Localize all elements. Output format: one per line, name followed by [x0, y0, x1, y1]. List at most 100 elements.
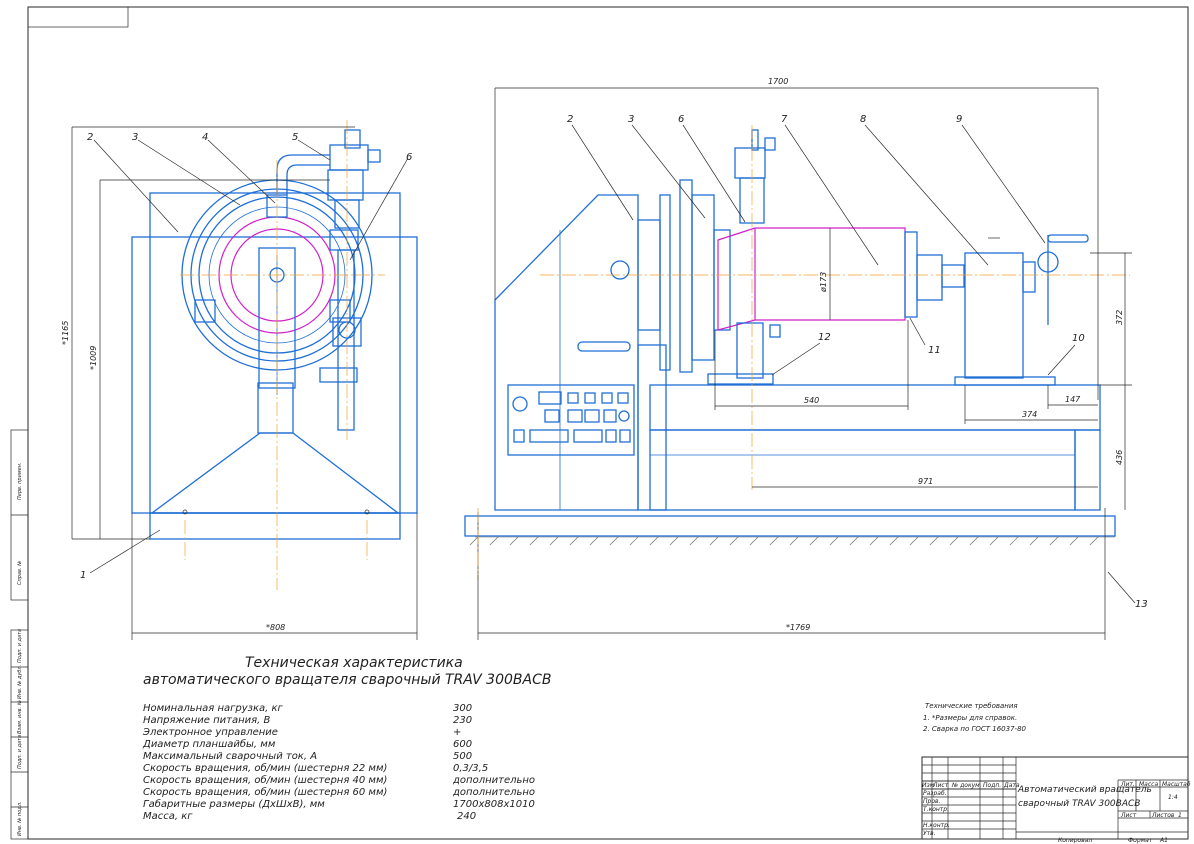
spec-row-name: Максимальный сварочный ток, А: [143, 751, 317, 762]
dim-971: 971: [918, 477, 933, 486]
tb-role: Пров.: [923, 798, 941, 805]
tb-header-date: Дата: [1003, 782, 1020, 789]
bed-top: [649, 384, 1101, 431]
torch-clamp: [329, 144, 369, 171]
spec-row-value: 300: [453, 703, 472, 714]
side-stamp-cell: Перв. примен.: [17, 462, 23, 500]
bed-rail: [464, 515, 1116, 537]
spec-block: Техническая характеристика автоматическо…: [142, 655, 551, 822]
dim-1009: *1009: [89, 346, 98, 370]
right-label-7: 7: [781, 114, 788, 125]
tb-drawing-name-2: сварочный TRAV 300BACB: [1018, 799, 1140, 809]
tb-role: Разраб.: [923, 790, 947, 797]
spec-row-value: 240: [457, 811, 476, 822]
left-leaders: 2 3 4 5 6 1: [80, 132, 412, 581]
right-label-11: 11: [928, 345, 941, 356]
tailstock-body: [964, 252, 1024, 379]
side-stamp-cell: Инв. № дубл.: [17, 665, 23, 699]
right-label-8: 8: [860, 114, 866, 125]
dim-808: *808: [266, 623, 285, 632]
tb-header-list: Лист: [932, 782, 949, 789]
dim-dia-173: ø173: [819, 272, 828, 293]
tb-scale: Масштаб: [1162, 781, 1191, 788]
spec-row-value: 1700х808х1010: [453, 799, 535, 810]
left-label-5: 5: [292, 132, 298, 143]
tb-sheets-value: 1: [1178, 812, 1182, 819]
right-label-12: 12: [818, 332, 831, 343]
spec-row-name: Габаритные размеры (ДхШхВ), мм: [143, 798, 325, 810]
side-stamp-cell: Инв. № подл.: [17, 802, 23, 837]
right-view: [464, 125, 1130, 580]
requirement-item: 1. *Размеры для справок.: [923, 714, 1017, 722]
workpiece-pipe: [717, 227, 906, 331]
left-view: [131, 120, 418, 590]
requirement-item: 2. Сварка по ГОСТ 16037-80: [923, 725, 1027, 733]
left-label-1: 1: [80, 570, 86, 581]
spec-title-1: Техническая характеристика: [245, 655, 463, 671]
dim-374: 374: [1022, 410, 1037, 419]
left-label-2: 2: [87, 132, 93, 143]
left-label-6: 6: [406, 152, 412, 163]
left-column: [257, 382, 294, 434]
sheet-frame: [27, 6, 1189, 840]
spec-row-value: 600: [453, 739, 472, 750]
spec-row-name: Скорость вращения, об/мин (шестерня 60 м…: [143, 786, 387, 798]
right-label-9: 9: [956, 114, 962, 125]
tb-header-izm: Изм: [922, 782, 935, 789]
spec-row-name: Скорость вращения, об/мин (шестерня 22 м…: [143, 762, 387, 774]
spec-row-value: дополнительно: [452, 775, 535, 786]
spec-row-name: Диаметр планшайбы, мм: [142, 738, 276, 750]
tech-requirements: Технические требования 1. *Размеры для с…: [923, 702, 1027, 733]
side-stamp: Перв. примен. Справ. № Подп. и дата Инв.…: [10, 429, 29, 840]
dim-436: 436: [1115, 450, 1124, 465]
right-leaders: 2 3 6 7 8 9 10 11 12 13: [567, 114, 1148, 610]
tb-role: Т.контр.: [923, 806, 949, 813]
right-label-6: 6: [678, 114, 684, 125]
tb-header-doc: № докум.: [951, 782, 982, 789]
dim-1769: *1769: [786, 623, 810, 632]
tb-lit: Лит.: [1120, 781, 1135, 788]
tb-drawing-name-1: Автоматический вращатель: [1017, 785, 1152, 795]
requirements-title: Технические требования: [925, 702, 1018, 710]
dim-1700: 1700: [768, 77, 788, 86]
left-label-3: 3: [132, 132, 138, 143]
side-stamp-cell: Взам. инв. №: [17, 700, 23, 734]
side-stamp-cell: Справ. №: [17, 561, 23, 585]
tb-copied: Копировал: [1058, 837, 1092, 844]
tb-scale-value: 1:4: [1168, 794, 1178, 801]
tb-mass: Масса: [1139, 781, 1158, 788]
spec-row-name: Электронное управление: [142, 727, 278, 738]
headstock-body: [494, 194, 639, 511]
ground-hatch: [469, 536, 1099, 546]
left-label-4: 4: [202, 132, 208, 143]
tb-header-sign: Подп.: [983, 782, 1001, 789]
dim-147: 147: [1065, 395, 1081, 404]
tb-sheet: Лист: [1120, 812, 1137, 819]
spec-row-value: 230: [453, 715, 472, 726]
right-label-10: 10: [1072, 333, 1085, 344]
dim-540: 540: [804, 396, 819, 405]
spec-row-value: 500: [453, 751, 472, 762]
title-block: Изм Лист № докум. Подп. Дата Разраб. Про…: [921, 756, 1191, 844]
left-trapezoid: [150, 432, 400, 514]
left-dimensions: *1165 *1009 *808: [61, 126, 418, 640]
tb-role: Утв.: [923, 830, 936, 837]
spec-row-name: Скорость вращения, об/мин (шестерня 40 м…: [143, 774, 387, 786]
spec-title-2: автоматического вращателя сварочный TRAV…: [143, 672, 551, 688]
left-base-frame: [131, 236, 418, 514]
spec-row-value: 0,3/3,5: [453, 763, 488, 774]
spec-row-value: дополнительно: [452, 787, 535, 798]
left-foot: [149, 512, 401, 540]
spec-row-name: Напряжение питания, В: [143, 715, 270, 726]
right-dimensions: 1700 ø173 372 436 540 374 147 971 *1769: [477, 77, 1132, 640]
tb-format: Формат: [1128, 837, 1153, 844]
dim-1165: *1165: [61, 321, 70, 345]
tb-sheets: Листов: [1151, 812, 1175, 819]
right-label-3: 3: [628, 114, 634, 125]
side-stamp-cell: Подп. и дата: [17, 629, 23, 663]
faceplate-side: [679, 179, 693, 373]
top-corner-box: [27, 6, 129, 28]
spec-row-value: +: [453, 727, 461, 738]
